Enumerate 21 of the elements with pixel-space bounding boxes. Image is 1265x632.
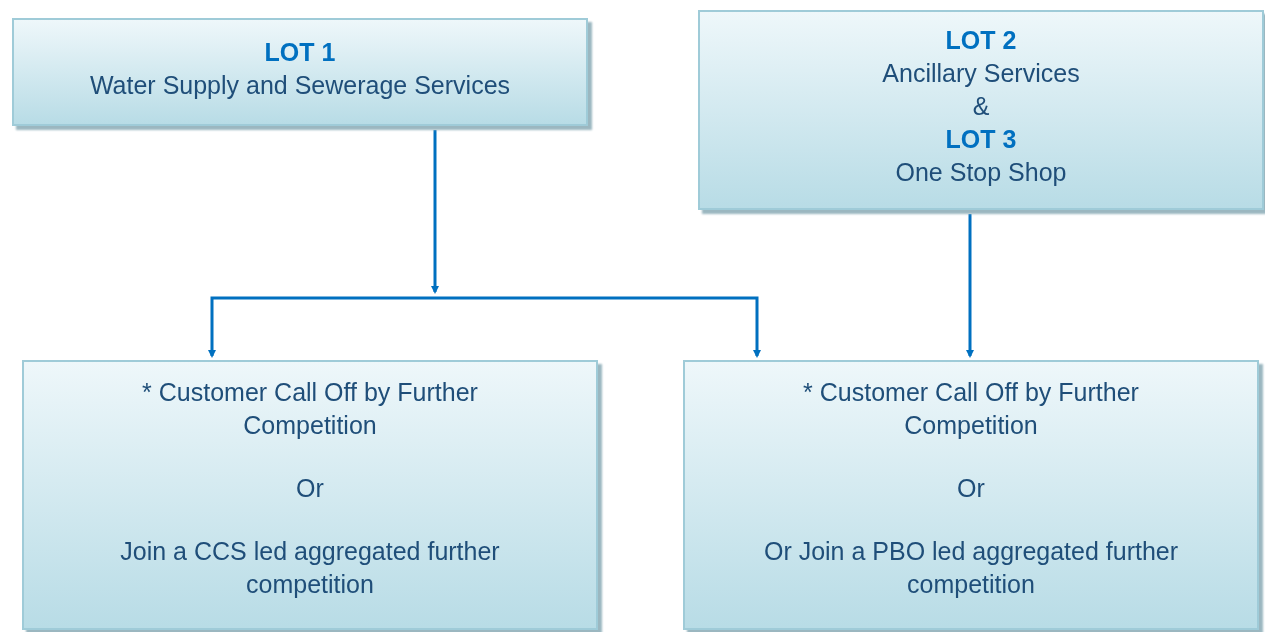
- lot-heading: LOT 2: [945, 25, 1017, 56]
- process-box: [12, 18, 588, 126]
- box-text: * Customer Call Off by Further Competition: [141, 377, 479, 441]
- arrow: [966, 214, 974, 358]
- box-text: Water Supply and Sewerage Services: [89, 70, 511, 101]
- process-box: [698, 10, 1264, 210]
- box-text: &: [972, 91, 990, 122]
- box-text: One Stop Shop: [895, 157, 1067, 188]
- box-text: * Customer Call Off by Further Competition: [802, 377, 1140, 441]
- box-text: Or: [957, 473, 985, 504]
- arrow: [435, 296, 761, 358]
- arrow: [208, 296, 435, 358]
- box-text: Join a CCS led aggregated further competition: [119, 536, 501, 600]
- lot-heading: LOT 1: [264, 37, 336, 68]
- process-box: [22, 360, 598, 630]
- process-box: [683, 360, 1259, 630]
- arrow: [431, 130, 439, 294]
- box-text: Ancillary Services: [882, 58, 1080, 89]
- box-text: Or Join a PBO led aggregated further competition: [762, 536, 1180, 600]
- lot-heading: LOT 3: [945, 124, 1017, 155]
- box-text: Or: [296, 473, 324, 504]
